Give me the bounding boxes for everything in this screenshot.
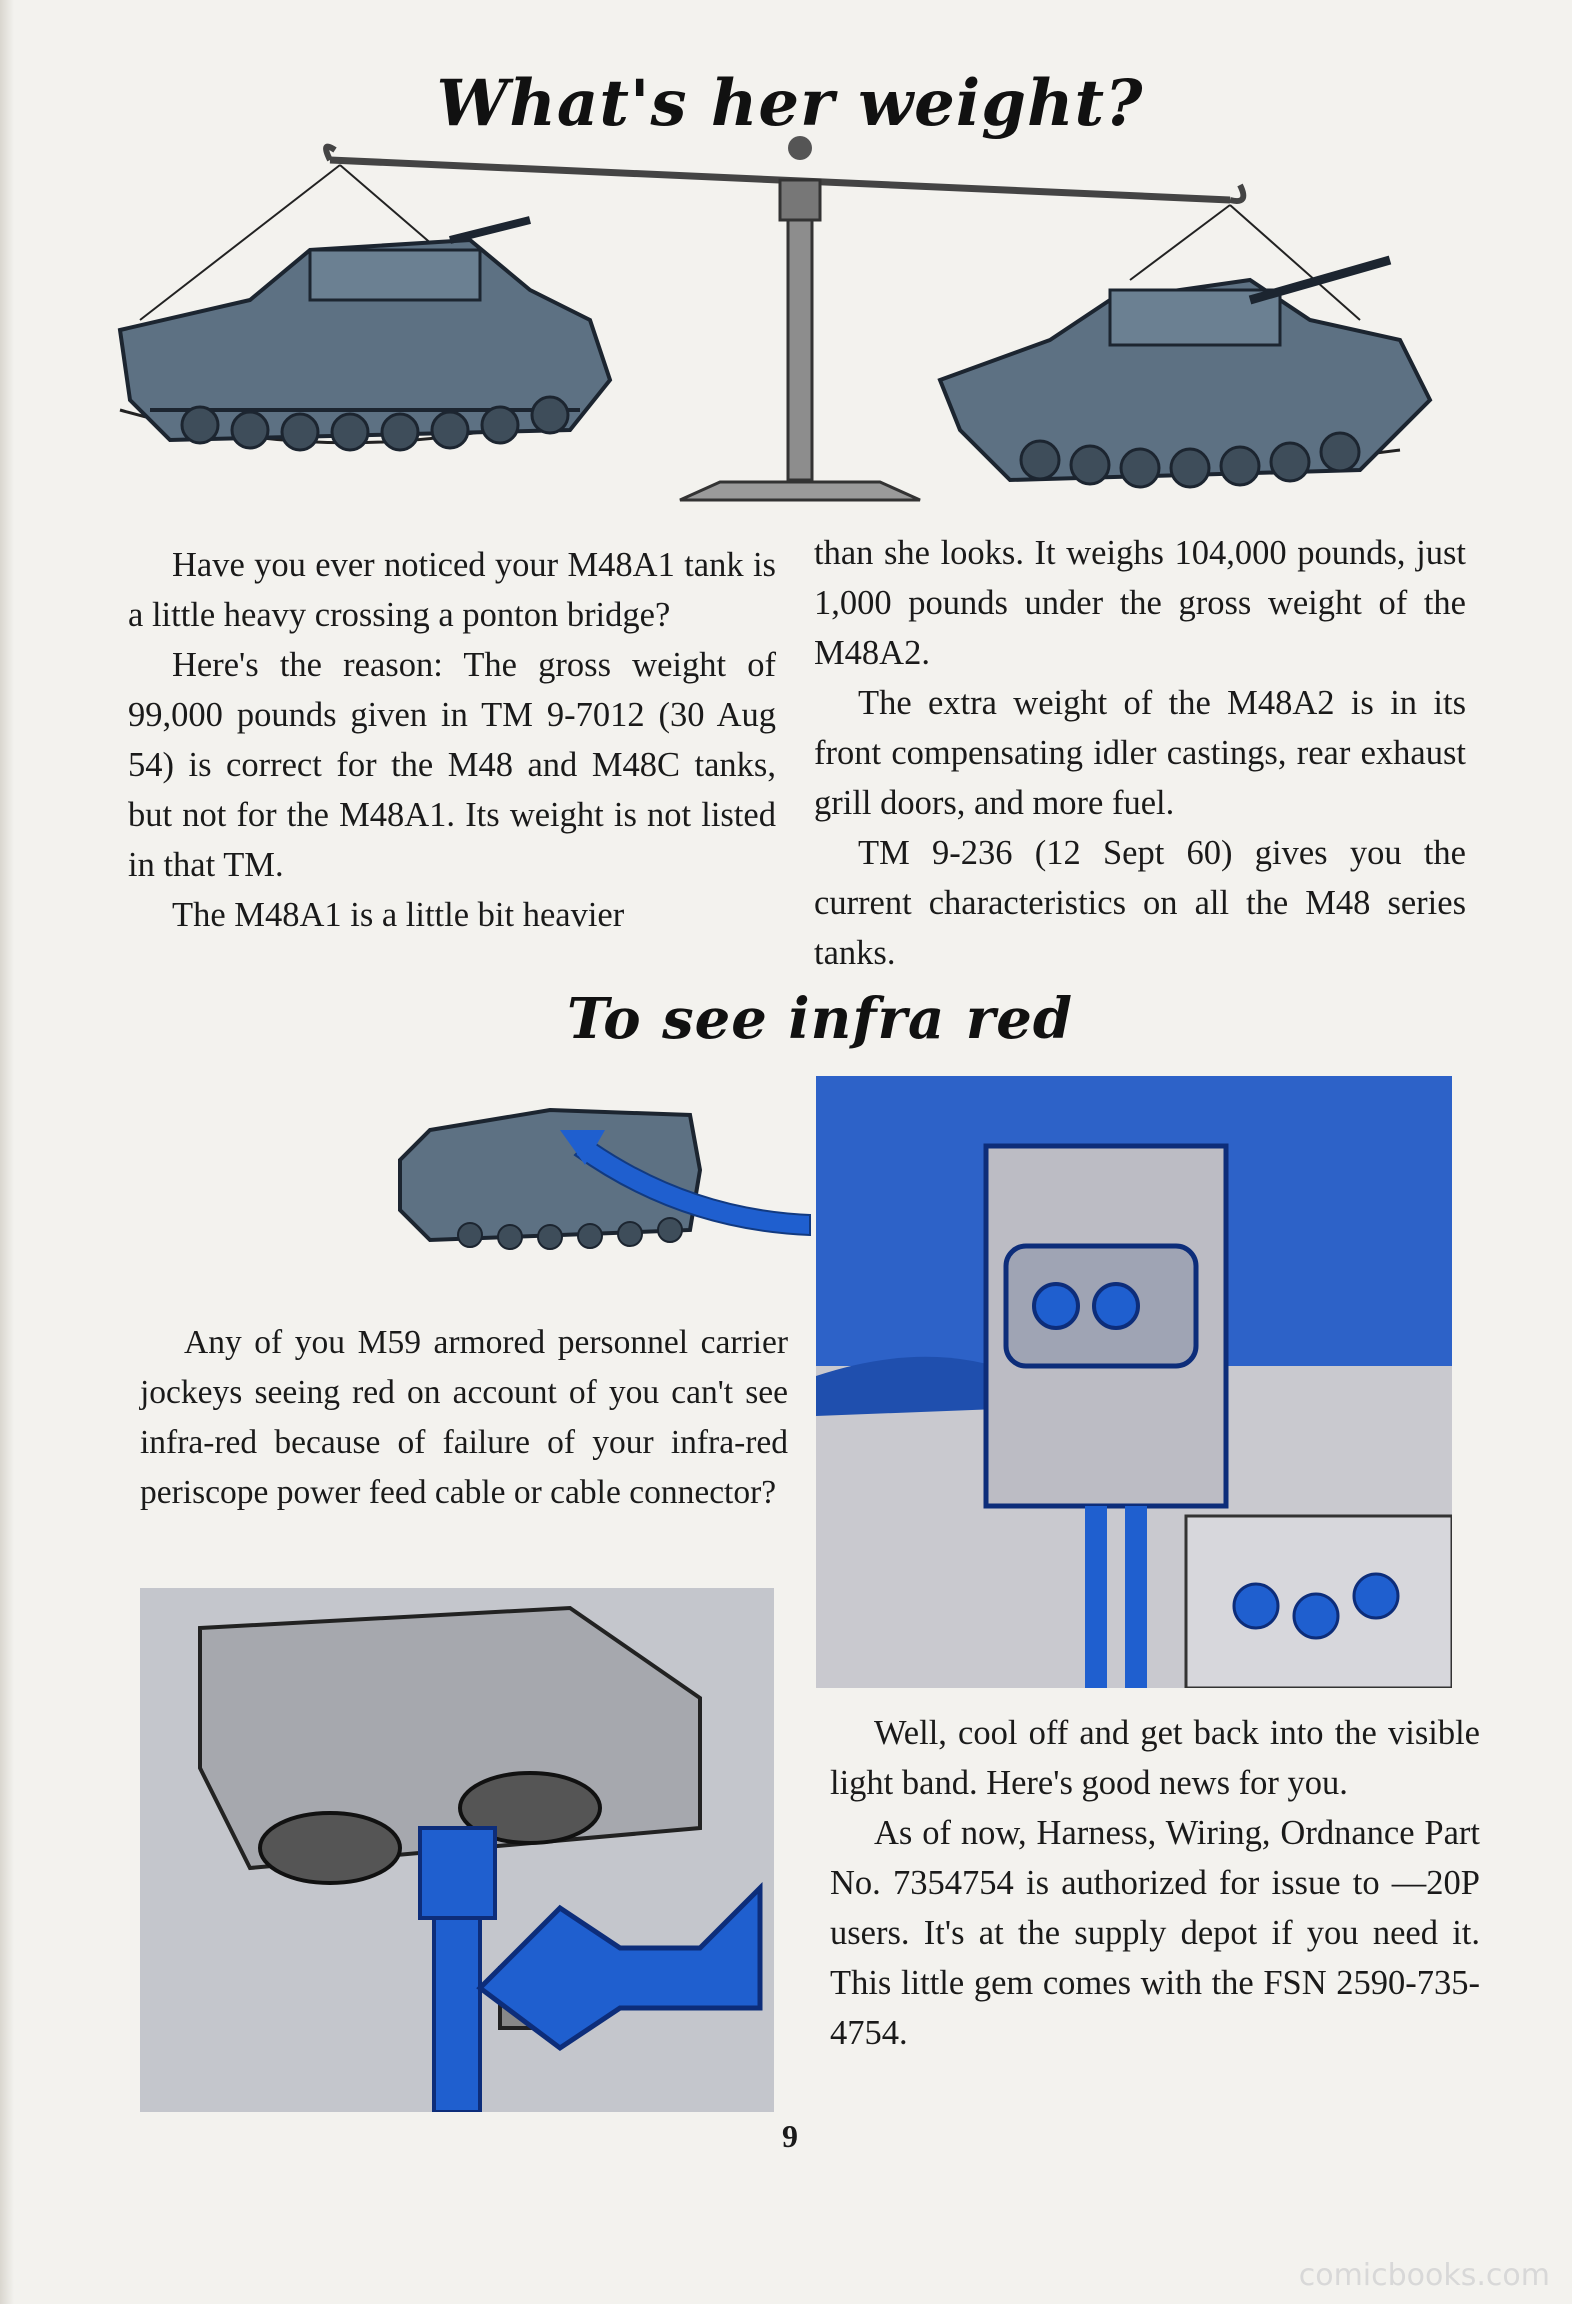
paragraph: The extra weight of the M48A2 is in its … — [814, 684, 1466, 822]
paragraph: than she looks. It weighs 104,000 pounds… — [814, 534, 1466, 672]
paragraph: Have you ever noticed your M48A1 tank is… — [128, 546, 776, 634]
page-spine-shadow — [0, 0, 14, 2304]
section-heading-weight: What's her weight? — [436, 66, 1144, 141]
paragraph: TM 9-236 (12 Sept 60) gives you the curr… — [814, 834, 1466, 972]
cable-connector-illustration — [140, 1588, 774, 2112]
tank-m48a2-right-illustration — [937, 255, 1433, 489]
paragraph: Any of you M59 armored personnel carrier… — [140, 1324, 788, 1511]
infra-red-article-right-column: Well, cool off and get back into the vis… — [830, 1708, 1480, 2058]
weight-article-right-column: than she looks. It weighs 104,000 pounds… — [814, 528, 1466, 978]
paragraph: Well, cool off and get back into the vis… — [830, 1714, 1480, 1802]
infra-red-article-left-column: Any of you M59 armored personnel carrier… — [140, 1318, 788, 1518]
weight-article-left-column: Have you ever noticed your M48A1 tank is… — [128, 540, 776, 940]
tank-m48-left-illustration — [117, 216, 613, 452]
paragraph: As of now, Harness, Wiring, Ordnance Par… — [830, 1814, 1480, 2052]
page-number: 9 — [782, 2118, 798, 2154]
apc-m59-illustration — [398, 1107, 811, 1250]
watermark: comicbooks.com — [1298, 2258, 1550, 2293]
paragraph: The M48A1 is a little bit heavier — [172, 896, 625, 934]
section-heading-infra-red: To see infra red — [566, 986, 1074, 1052]
paragraph: Here's the reason: The gross weight of 9… — [128, 646, 776, 884]
periscope-panel-illustration — [816, 1076, 1452, 1688]
